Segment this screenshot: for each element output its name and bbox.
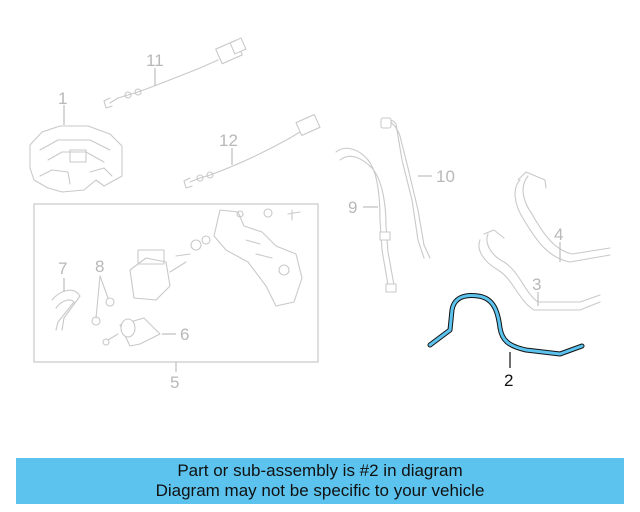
callout-2: 2: [504, 371, 513, 390]
callout-3: 3: [532, 275, 541, 294]
part-2-hose-highlighted: [427, 293, 585, 368]
part-9-hose: [335, 147, 397, 293]
part-6-canister: [102, 317, 176, 347]
part-1-cover: [29, 105, 123, 193]
callout-11: 11: [146, 51, 164, 70]
callout-12: 12: [219, 131, 238, 150]
part-8-clamps: [91, 275, 115, 326]
callout-7: 7: [58, 259, 67, 278]
callout-4: 4: [554, 225, 563, 244]
callout-5: 5: [170, 373, 179, 392]
part-7-hose: [51, 278, 81, 331]
banner-line-1: Part or sub-assembly is #2 in diagram: [177, 461, 463, 480]
part-5-inner-components: [129, 208, 303, 307]
callout-10: 10: [436, 167, 455, 186]
part-11-oxygen-sensor: [103, 37, 247, 109]
part-10-hose: [380, 117, 432, 259]
banner-line-2: Diagram may not be specific to your vehi…: [155, 481, 485, 500]
part-3-pipe: [478, 229, 601, 311]
callout-9: 9: [348, 198, 357, 217]
info-banner: Part or sub-assembly is #2 in diagram Di…: [16, 458, 624, 504]
callout-8: 8: [95, 257, 104, 276]
callout-6: 6: [180, 325, 189, 344]
parts-diagram: 11 1 12 10 9 4 3 7 8 6 5 2: [29, 37, 611, 392]
callout-1: 1: [58, 89, 67, 108]
part-4-pipe: [514, 171, 611, 263]
part-12-oxygen-sensor: [183, 113, 321, 189]
